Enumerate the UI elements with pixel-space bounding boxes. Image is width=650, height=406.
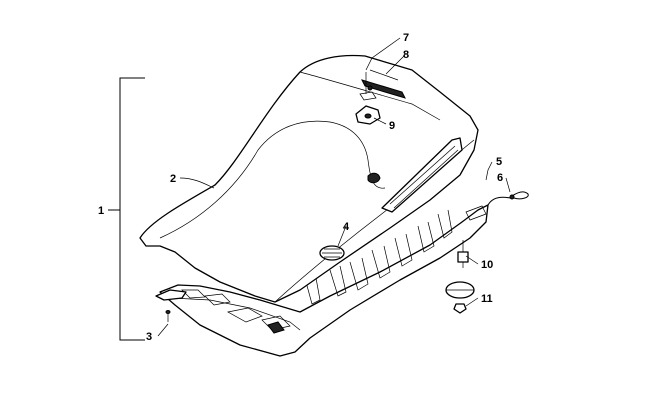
callout-8: 8 bbox=[403, 49, 409, 61]
callout-6: 6 bbox=[497, 172, 503, 184]
callout-1: 1 bbox=[98, 205, 104, 217]
part-3-screw bbox=[165, 310, 171, 322]
callout-7: 7 bbox=[403, 32, 409, 44]
callout-labels: 1 2 3 4 5 6 7 8 9 10 11 bbox=[98, 32, 503, 343]
part-11-nut bbox=[445, 281, 475, 314]
callout-5: 5 bbox=[496, 156, 502, 168]
part-10-stud bbox=[457, 240, 469, 268]
part-9-washer bbox=[355, 105, 381, 125]
leader-lines bbox=[157, 37, 511, 337]
part-7-8-hardware bbox=[359, 72, 377, 101]
part-4-patch bbox=[319, 245, 345, 261]
seat-base-pan bbox=[155, 204, 489, 357]
callout-11: 11 bbox=[481, 293, 493, 305]
assembly-bracket bbox=[108, 77, 145, 341]
callout-9: 9 bbox=[389, 120, 395, 132]
callout-2: 2 bbox=[170, 173, 176, 185]
seat-cover bbox=[139, 54, 479, 303]
callout-10: 10 bbox=[481, 259, 493, 271]
callout-4: 4 bbox=[343, 221, 350, 233]
callout-3: 3 bbox=[146, 331, 152, 343]
part-6-latch-cable bbox=[487, 191, 529, 206]
